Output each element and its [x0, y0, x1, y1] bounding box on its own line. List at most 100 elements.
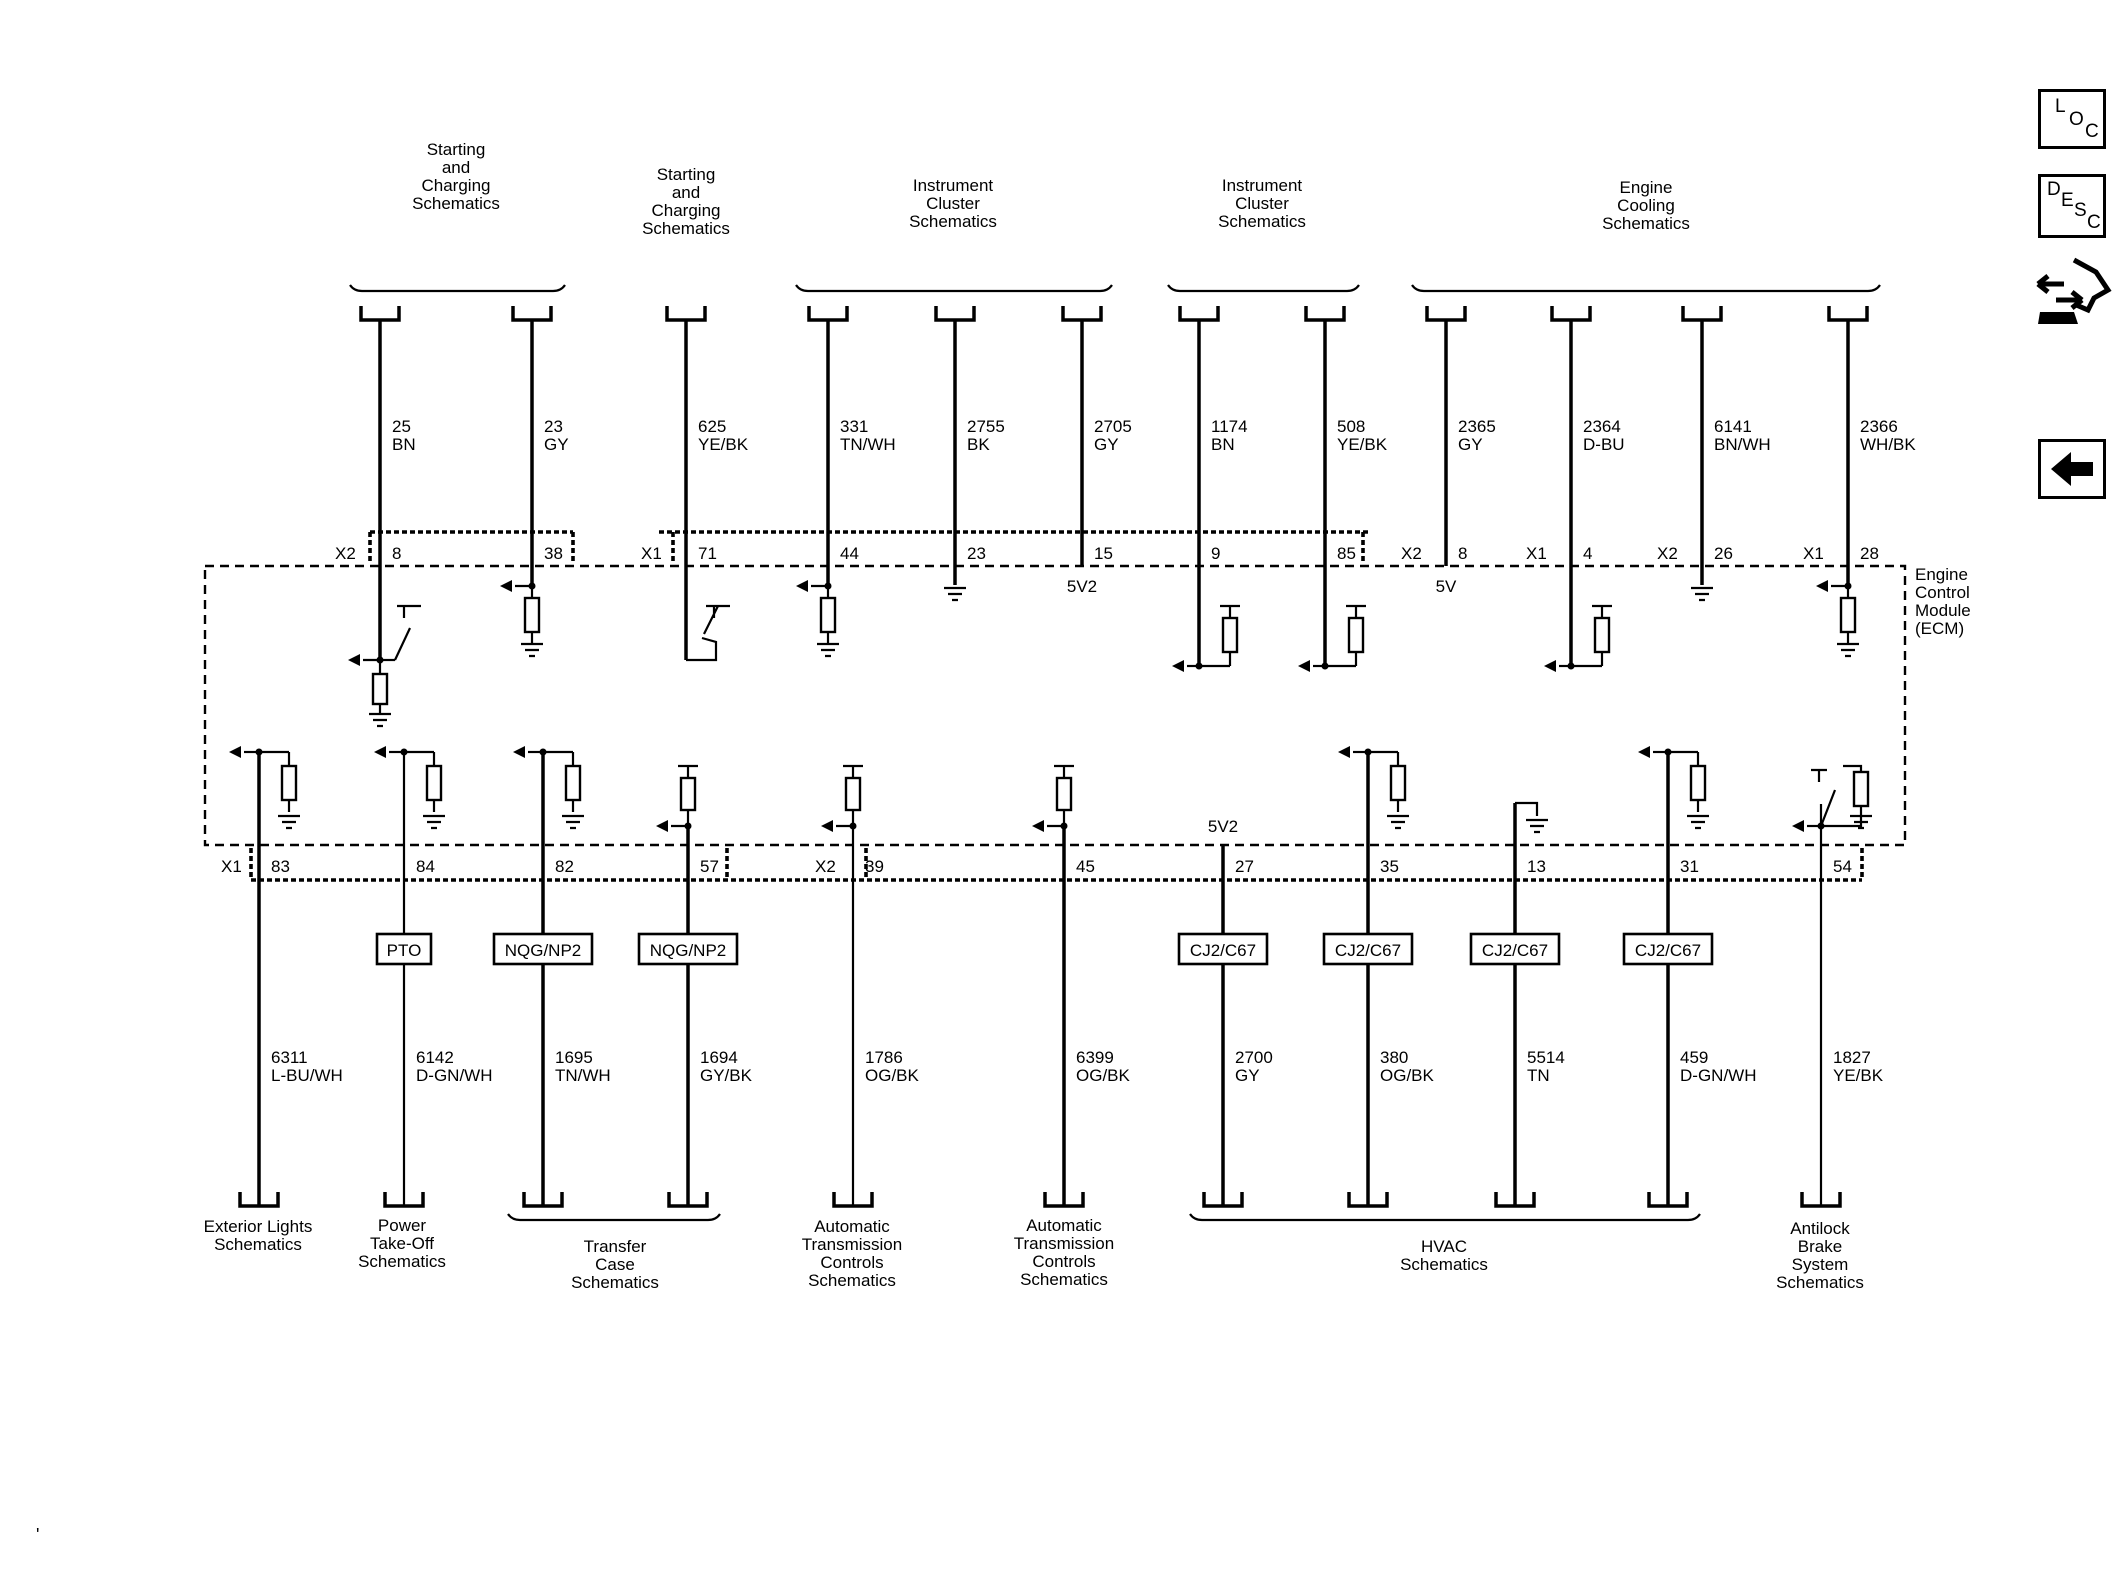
top-destination-label: Schematics	[1218, 212, 1306, 231]
option-code-box	[1469, 932, 1561, 966]
bottom-destination-label: Schematics	[214, 1235, 302, 1254]
wire-color-code: GY	[1094, 435, 1119, 454]
ecm-module-outline	[203, 564, 1907, 847]
destination-bracket	[1167, 284, 1360, 293]
wire-color-code: GY/BK	[700, 1066, 753, 1085]
wire-color-code: OG/BK	[1076, 1066, 1131, 1085]
connector-id: X1	[641, 544, 662, 563]
wire-color-code: OG/BK	[1380, 1066, 1435, 1085]
wire-color-code: YE/BK	[698, 435, 749, 454]
connector-id: X2	[335, 544, 356, 563]
connector-pin-number: 27	[1235, 857, 1254, 876]
pull-resistor	[1593, 616, 1611, 654]
connector-pin-number: 82	[555, 857, 574, 876]
bottom-destination-label: Schematics	[1020, 1270, 1108, 1289]
internal-arrow	[1544, 660, 1556, 672]
pull-resistor	[280, 764, 298, 802]
ground-symbol	[369, 712, 391, 728]
pull-resistor	[425, 764, 443, 802]
back-button[interactable]	[2038, 439, 2106, 499]
wire-color-code: TN	[1527, 1066, 1550, 1085]
ground-symbol	[1850, 814, 1872, 830]
wire-circuit-number: 6142	[416, 1048, 454, 1067]
internal-arrow	[513, 746, 525, 758]
internal-arrow	[796, 580, 808, 592]
option-code-box	[1177, 932, 1269, 966]
bottom-connector-terminal	[1800, 1192, 1842, 1208]
wire-circuit-number: 1786	[865, 1048, 903, 1067]
option-code-label: CJ2/C67	[1190, 941, 1256, 960]
desc-letter-e: E	[2061, 190, 2074, 211]
bottom-connector-terminal	[1043, 1192, 1085, 1208]
connector-pin-number: 23	[967, 544, 986, 563]
wire-circuit-number: 1827	[1833, 1048, 1871, 1067]
bottom-destination-label: Case	[595, 1255, 635, 1274]
wire-color-code: D-GN/WH	[1680, 1066, 1756, 1085]
wire-circuit-number: 5514	[1527, 1048, 1565, 1067]
destination-bracket	[795, 284, 1113, 293]
top-destination-label: Cluster	[1235, 194, 1289, 213]
wire-color-code: D-GN/WH	[416, 1066, 492, 1085]
loc-letter-c: C	[2085, 121, 2099, 142]
wire-circuit-number: 2366	[1860, 417, 1898, 436]
internal-arrow	[1172, 660, 1184, 672]
ground-symbol	[1687, 814, 1709, 830]
pull-resistor	[1389, 764, 1407, 802]
connector-pin-number: 84	[416, 857, 435, 876]
desc-button[interactable]: D E S C	[2038, 174, 2106, 238]
top-connector-terminal	[934, 306, 976, 322]
internal-arrow	[1338, 746, 1350, 758]
internal-arrow	[348, 654, 360, 666]
ground-symbol	[1691, 586, 1713, 602]
wire-color-code: YE/BK	[1337, 435, 1388, 454]
wire-circuit-number: 6399	[1076, 1048, 1114, 1067]
internal-arrow	[229, 746, 241, 758]
top-connector-terminal	[665, 306, 707, 322]
bottom-destination-label: Schematics	[1400, 1255, 1488, 1274]
bottom-destination-label: Schematics	[358, 1252, 446, 1271]
bottom-destination-label: Take-Off	[370, 1234, 434, 1253]
wire-circuit-number: 2700	[1235, 1048, 1273, 1067]
top-destination-label: Starting	[427, 140, 486, 159]
pull-resistor	[1055, 776, 1073, 812]
internal-arrow	[500, 580, 512, 592]
ecm-name-line: Module	[1915, 601, 1971, 620]
ground-symbol	[817, 642, 839, 658]
wire-circuit-number: 2705	[1094, 417, 1132, 436]
bottom-connector-terminal	[1347, 1192, 1389, 1208]
top-destination-label: Starting	[657, 165, 716, 184]
loc-button[interactable]: L O C	[2038, 89, 2106, 149]
bottom-destination-label: Transmission	[802, 1235, 902, 1254]
destination-bracket	[1411, 284, 1881, 293]
connector-pin-number: 83	[271, 857, 290, 876]
ground-symbol	[1526, 818, 1548, 834]
bottom-destination-label: Schematics	[808, 1271, 896, 1290]
internal-switch	[1811, 768, 1837, 827]
pull-resistor	[523, 596, 541, 634]
top-destination-label: Instrument	[1222, 176, 1303, 195]
top-connector-terminal	[511, 306, 553, 322]
internal-switch	[394, 604, 421, 661]
connector-pin-number: 28	[1860, 544, 1879, 563]
option-code-label: NQG/NP2	[650, 941, 727, 960]
wire-color-code: BN/WH	[1714, 435, 1771, 454]
option-code-box	[1622, 932, 1714, 966]
connector-pin-number: 57	[700, 857, 719, 876]
internal-arrow	[1792, 820, 1804, 832]
top-connector-terminal	[1681, 306, 1723, 322]
reference-voltage-label: 5V	[1436, 577, 1457, 596]
option-code-label: CJ2/C67	[1335, 941, 1401, 960]
internal-arrow	[821, 820, 833, 832]
option-code-box	[1322, 932, 1414, 966]
top-destination-label: Schematics	[909, 212, 997, 231]
internal-switch	[686, 604, 730, 662]
pull-resistor	[564, 764, 582, 802]
reference-voltage-label: 5V2	[1208, 817, 1238, 836]
connector-pin-number: 39	[865, 857, 884, 876]
connector-pin-number: 9	[1211, 544, 1220, 563]
connector-id: X2	[815, 857, 836, 876]
connector-end-view-icon[interactable]	[2034, 250, 2116, 332]
top-connector-terminal	[807, 306, 849, 322]
bottom-destination-label: Antilock	[1790, 1219, 1850, 1238]
